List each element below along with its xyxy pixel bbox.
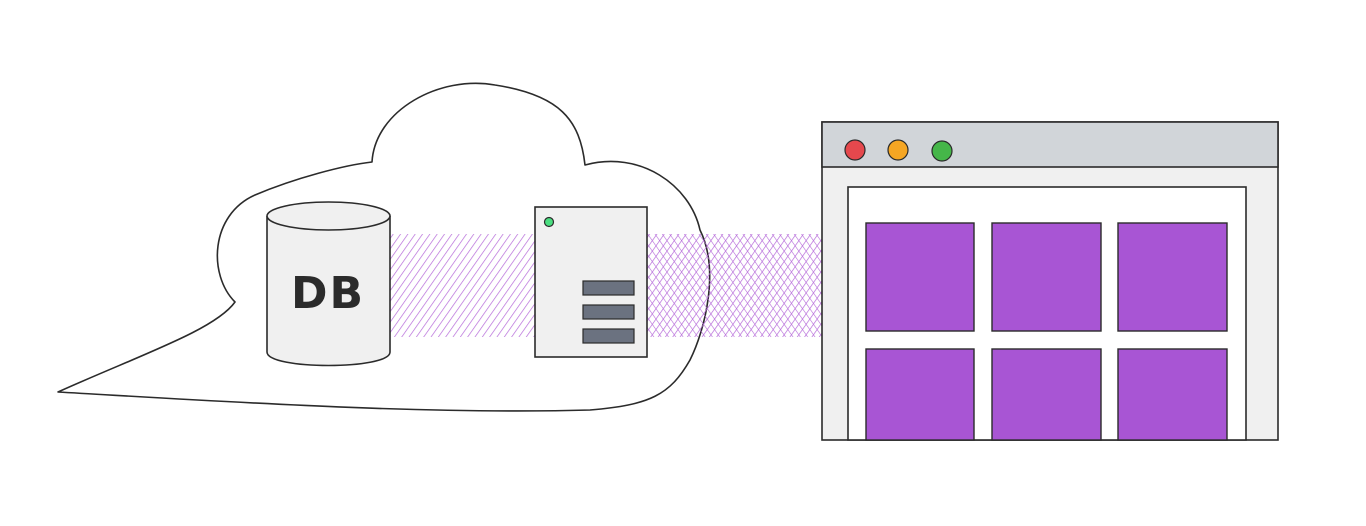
browser-window-icon	[821, 121, 1279, 441]
content-tile	[865, 222, 975, 332]
server-icon	[534, 206, 648, 358]
database-label: DB	[291, 268, 365, 319]
server-browser-connection	[646, 234, 824, 337]
server-slot	[582, 280, 635, 296]
server-slot	[582, 304, 635, 320]
content-tile	[991, 222, 1102, 332]
db-server-connection	[390, 234, 535, 337]
content-tile	[1117, 222, 1228, 332]
content-tile	[865, 348, 975, 441]
server-status-led	[543, 216, 555, 228]
window-close-icon	[844, 139, 866, 161]
database-body	[266, 216, 391, 367]
content-tile	[1117, 348, 1228, 441]
server-slot	[582, 328, 635, 344]
window-maximize-icon	[931, 140, 953, 162]
database-cylinder-icon: DB	[266, 201, 391, 367]
cloud-outline	[57, 82, 711, 412]
database-top	[266, 201, 391, 231]
content-tile	[991, 348, 1102, 441]
cloud	[57, 82, 711, 412]
window-minimize-icon	[887, 139, 909, 161]
